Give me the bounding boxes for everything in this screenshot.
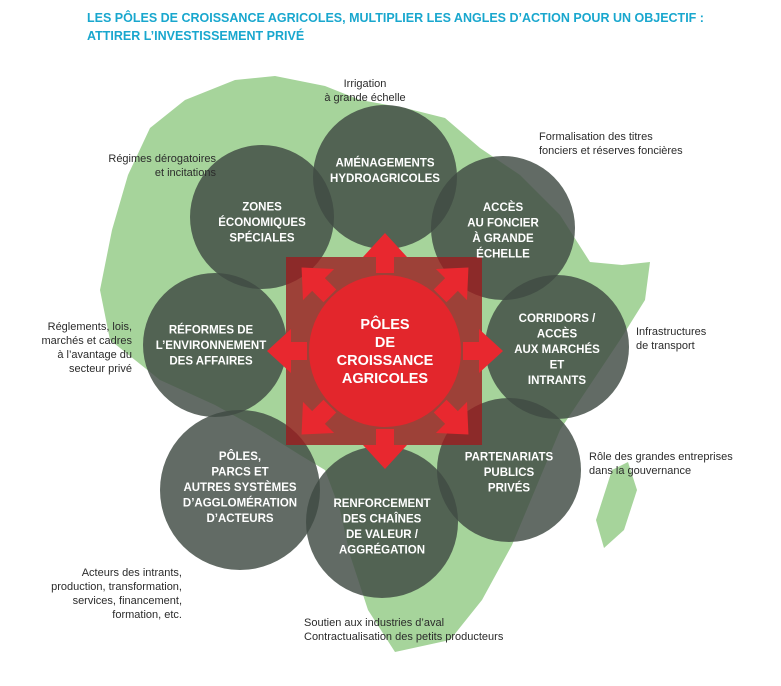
- circle-label-line: AMÉNAGEMENTS: [335, 156, 434, 169]
- circle-label-line: AUTRES SYSTÈMES: [183, 481, 296, 494]
- circle-label-line: DE VALEUR /: [346, 529, 419, 541]
- circle-reformes: [143, 273, 287, 417]
- diagram-title: LES PÔLES DE CROISSANCE AGRICOLES, MULTI…: [87, 9, 747, 45]
- annotation-irrigation: Irrigation à grande échelle: [324, 78, 406, 104]
- circle-label: RÉFORMES DE L’ENVIRONNEMENT DES AFFAIRES: [156, 324, 267, 368]
- annotation-reglements: Réglements, lois, marchés et cadres à l’…: [41, 321, 132, 375]
- circle-label-line: RENFORCEMENT: [333, 498, 430, 510]
- circle-label-line: PÔLES,: [219, 450, 261, 463]
- center-circle: [309, 275, 461, 427]
- arrow-south-west: [301, 399, 337, 435]
- madagascar-shape: [596, 462, 637, 548]
- circle-label-line: D’ACTEURS: [206, 513, 273, 525]
- circle-label-line: PRIVÉS: [488, 482, 531, 495]
- circle-label-line: AU FONCIER: [467, 217, 539, 229]
- annotation-gouvernance: Rôle des grandes entreprises dans la gou…: [589, 451, 733, 477]
- circle-label: CORRIDORS / ACCÈS AUX MARCHÉS ET INTRANTS: [514, 313, 600, 387]
- circle-label-line: L’ENVIRONNEMENT: [156, 340, 267, 352]
- annotation-regimes: Régimes dérogatoires et incitations: [108, 153, 216, 179]
- arrow-south: [363, 429, 407, 469]
- circle-label-line: ZONES: [242, 202, 282, 214]
- arrows: [267, 233, 503, 469]
- circle-label-line: SPÉCIALES: [229, 232, 295, 245]
- circle-label-line: ET: [550, 360, 565, 372]
- circle-label-line: DES AFFAIRES: [169, 356, 253, 368]
- circle-label: PARTENARIATS PUBLICS PRIVÉS: [465, 452, 554, 495]
- center-label-line: CROISSANCE: [337, 353, 434, 369]
- circle-label-line: D’AGGLOMÉRATION: [183, 497, 297, 510]
- circle-label-line: CORRIDORS /: [519, 313, 596, 325]
- circle-label-line: PARCS ET: [211, 467, 268, 479]
- circle-label-line: RÉFORMES DE: [169, 324, 254, 337]
- circle-label-line: INTRANTS: [528, 375, 586, 387]
- circle-zones: [190, 145, 334, 289]
- circle-label-line: DES CHAÎNES: [343, 512, 422, 525]
- circle-label: PÔLES, PARCS ET AUTRES SYSTÈMES D’AGGLOMÉRA…: [183, 450, 297, 525]
- circle-label-line: AUX MARCHÉS: [514, 343, 600, 356]
- circle-renforcement: [306, 446, 458, 598]
- annotation-transport: Infrastructures de transport: [636, 326, 707, 352]
- circle-corridors: [485, 275, 629, 419]
- circle-labels: AMÉNAGEMENTS HYDROAGRICOLES ACCÈS AU FONCIE…: [156, 156, 600, 556]
- circle-label-line: ACCÈS: [483, 201, 524, 214]
- center-label: PÔLES DE CROISSANCE AGRICOLES: [337, 315, 434, 387]
- circle-label: ZONES ÉCONOMIQUES SPÉCIALES: [218, 202, 306, 245]
- arrow-north-west: [301, 267, 337, 303]
- annotation-foncier: Formalisation des titres fonciers et rés…: [539, 131, 683, 157]
- arrow-east: [463, 329, 503, 373]
- center-label-line: AGRICOLES: [342, 371, 429, 387]
- title-line-2: ATTIRER L’INVESTISSEMENT PRIVÉ: [87, 29, 305, 43]
- center-label-line: PÔLES: [360, 315, 409, 333]
- circle-poles-parcs: [160, 410, 320, 570]
- circle-label-line: PARTENARIATS: [465, 452, 554, 464]
- center-label-line: DE: [375, 335, 395, 351]
- arrow-north: [363, 233, 407, 273]
- circle-amenagements: [313, 105, 457, 249]
- circle-label: AMÉNAGEMENTS HYDROAGRICOLES: [330, 156, 440, 185]
- title-line-1: LES PÔLES DE CROISSANCE AGRICOLES, MULTI…: [87, 11, 704, 25]
- circle-label-line: PUBLICS: [484, 467, 535, 479]
- annotation-aval: Soutien aux industries d’aval Contractua…: [304, 617, 504, 643]
- arrow-west: [267, 329, 307, 373]
- circle-label-line: ACCÈS: [537, 328, 578, 341]
- circle-label-line: AGGRÉGATION: [339, 543, 425, 556]
- circle-label: RENFORCEMENT DES CHAÎNES DE VALEUR / AGGRÉG…: [333, 498, 430, 557]
- arrow-north-east: [433, 267, 469, 303]
- arrow-south-east: [433, 399, 469, 435]
- circle-label: ACCÈS AU FONCIER À GRANDE ÉCHELLE: [467, 201, 539, 261]
- annotation-acteurs: Acteurs des intrants, production, transf…: [51, 567, 182, 621]
- circle-label-line: HYDROAGRICOLES: [330, 173, 440, 185]
- circle-label-line: ÉCHELLE: [476, 247, 530, 260]
- circle-label-line: À GRANDE: [472, 232, 534, 245]
- circle-label-line: ÉCONOMIQUES: [218, 216, 306, 229]
